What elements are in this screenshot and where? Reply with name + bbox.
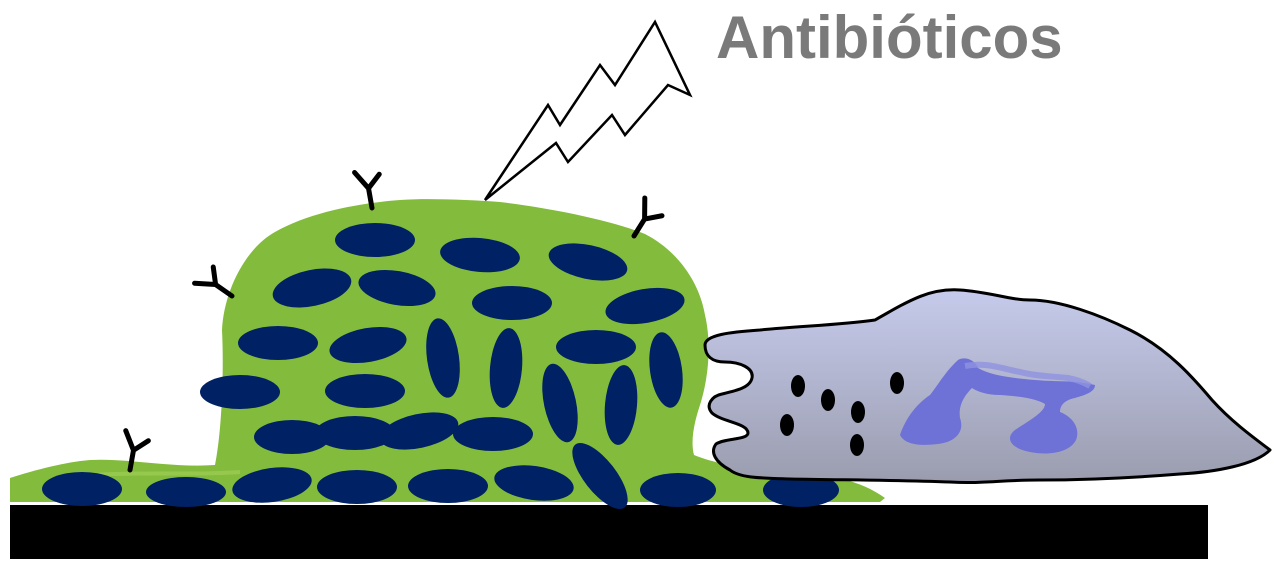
granule-2 — [821, 389, 835, 411]
bacterium-22 — [42, 472, 122, 506]
bacterium-12 — [556, 330, 636, 364]
bacterium-25 — [317, 470, 397, 504]
granule-1 — [791, 375, 805, 397]
bacterium-1 — [335, 223, 415, 257]
granule-6 — [850, 434, 864, 456]
granule-5 — [851, 401, 865, 423]
granule-3 — [890, 372, 904, 394]
bacterium-8 — [238, 326, 318, 360]
diagram-title: Antibióticos — [716, 2, 1063, 74]
bacterium-21 — [453, 417, 533, 451]
bacterium-23 — [146, 477, 226, 507]
bacterium-15 — [325, 374, 405, 408]
bacterium-29 — [640, 473, 716, 507]
substrate-surface — [10, 505, 1208, 559]
granule-4 — [780, 414, 794, 436]
bacterium-14 — [200, 375, 280, 409]
lightning-bolt-icon — [485, 22, 690, 200]
bacterium-26 — [408, 469, 488, 503]
bacterium-6 — [472, 286, 552, 320]
